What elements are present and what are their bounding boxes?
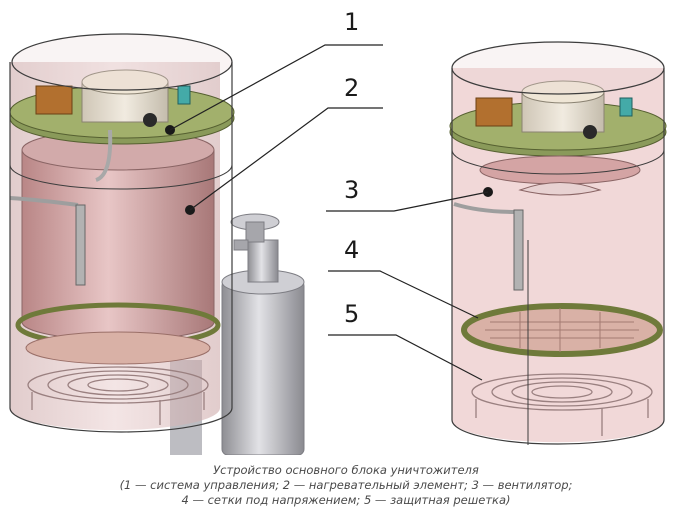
voltage-grid-left [15, 302, 221, 365]
device-illustration: 1 2 3 4 5 [9, 8, 667, 455]
caption-line-2: (1 — система управления; 2 — нагреватель… [119, 478, 573, 492]
leader-5 [328, 334, 483, 381]
control-system-left [9, 69, 235, 182]
side-probe-left [9, 196, 86, 286]
callout-1: 1 [344, 8, 359, 36]
leader-2 [189, 107, 383, 211]
control-system-right [449, 80, 667, 157]
gas-cylinder [221, 213, 305, 455]
right-unit [449, 41, 667, 445]
leader-3 [326, 191, 489, 212]
side-probe-right [453, 202, 524, 291]
voltage-grid-right [461, 303, 663, 357]
leader-1 [169, 44, 383, 131]
callout-4: 4 [344, 236, 359, 264]
caption-line-3: 4 — сетки под напряжением; 5 — защитная … [181, 493, 511, 507]
callout-3: 3 [344, 176, 359, 204]
protective-grille-right [471, 373, 653, 436]
callout-5: 5 [344, 300, 359, 328]
fan [479, 155, 641, 196]
caption-title: Устройство основного блока уничтожителя [213, 463, 479, 477]
left-unit [9, 33, 305, 455]
protective-grille-left [27, 366, 209, 425]
figure-caption: Устройство основного блока уничтожителя … [0, 463, 692, 508]
callout-2: 2 [344, 74, 359, 102]
leader-4 [328, 270, 479, 319]
leader-lines [169, 44, 489, 381]
